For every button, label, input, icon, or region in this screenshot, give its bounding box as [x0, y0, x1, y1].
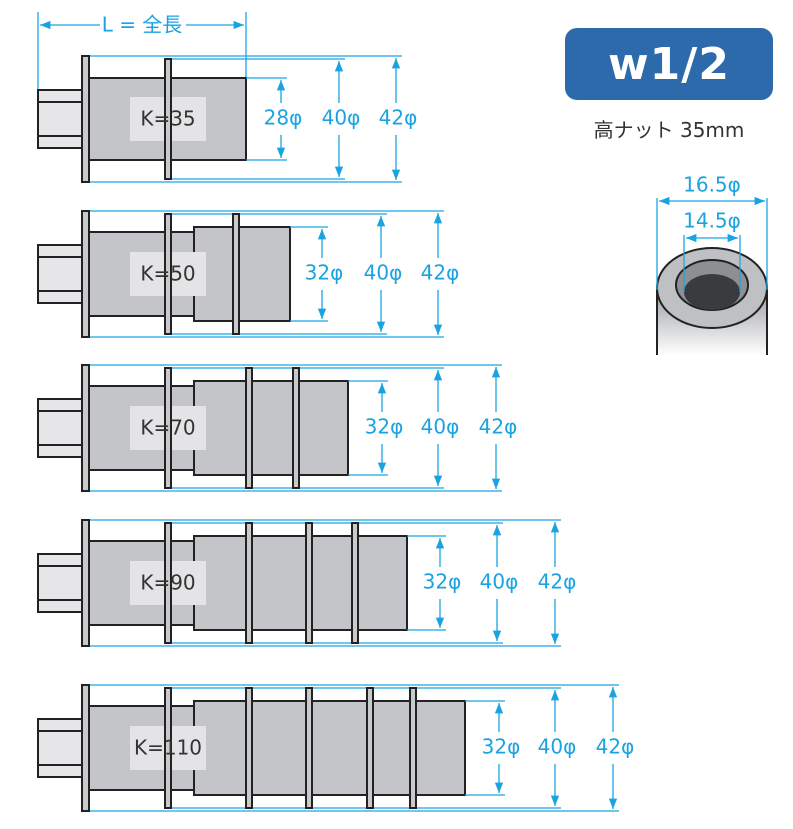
assembly-k-90	[37, 519, 561, 647]
assembly-k-70	[37, 364, 502, 492]
dimension-label: 32φ	[423, 570, 462, 594]
dimension-label: 42φ	[421, 261, 460, 285]
nut-ring	[351, 522, 359, 644]
dimension-label: 28φ	[264, 106, 303, 130]
dimension-label: 40φ	[322, 106, 361, 130]
nut-ring	[245, 687, 253, 809]
k-label: K=90	[140, 571, 195, 595]
dimension-label: 42φ	[538, 570, 577, 594]
hex-stub	[37, 244, 85, 304]
nut-inner-label: 14.5φ	[683, 209, 741, 233]
nut-ring	[305, 687, 313, 809]
nut-illustration	[656, 247, 768, 355]
dimension-label: 42φ	[596, 735, 635, 759]
flange-plate	[81, 210, 90, 338]
nut-ring	[164, 213, 172, 335]
nut-ring	[292, 367, 300, 489]
nut-bore-shadow	[684, 274, 740, 310]
hex-stub	[37, 718, 85, 778]
flange-plate	[81, 519, 90, 647]
dimension-label: 42φ	[479, 415, 518, 439]
length-label: L = 全長	[102, 13, 183, 37]
nut-caption: 高ナット 35mm	[593, 118, 745, 142]
dimension-label: 40φ	[421, 415, 460, 439]
flange-plate	[81, 364, 90, 492]
dimension-label: 32φ	[482, 735, 521, 759]
dimension-label: 32φ	[305, 261, 344, 285]
pipe-section	[193, 226, 291, 322]
nut-ring	[164, 687, 172, 809]
pipe-section	[193, 380, 349, 476]
nut-ring	[245, 367, 253, 489]
hex-stub	[37, 553, 85, 613]
assembly-k-35	[37, 55, 402, 183]
dimension-label: 40φ	[480, 570, 519, 594]
nut-ring	[409, 687, 417, 809]
nut-ring	[164, 58, 172, 180]
nut-ring	[232, 213, 240, 335]
k-label: K=110	[134, 736, 202, 760]
nut-ring	[164, 522, 172, 644]
size-badge: w1/2	[565, 28, 773, 100]
pipe-section	[193, 700, 466, 796]
pipe-section	[193, 535, 408, 631]
assembly-k-110	[37, 684, 619, 812]
nut-ring	[366, 687, 374, 809]
k-label: K=70	[140, 416, 195, 440]
nut-outer-label: 16.5φ	[683, 173, 741, 197]
nut-ring	[245, 522, 253, 644]
dimension-label: 42φ	[379, 106, 418, 130]
dimension-label: 32φ	[365, 415, 404, 439]
hex-stub	[37, 89, 85, 149]
flange-plate	[81, 684, 90, 812]
flange-plate	[81, 55, 90, 183]
nut-ring	[305, 522, 313, 644]
k-label: K=35	[140, 107, 195, 131]
nut-ring	[164, 367, 172, 489]
hex-stub	[37, 398, 85, 458]
dimension-label: 40φ	[538, 735, 577, 759]
k-label: K=50	[140, 262, 195, 286]
assembly-k-50	[37, 210, 444, 338]
dimension-label: 40φ	[364, 261, 403, 285]
